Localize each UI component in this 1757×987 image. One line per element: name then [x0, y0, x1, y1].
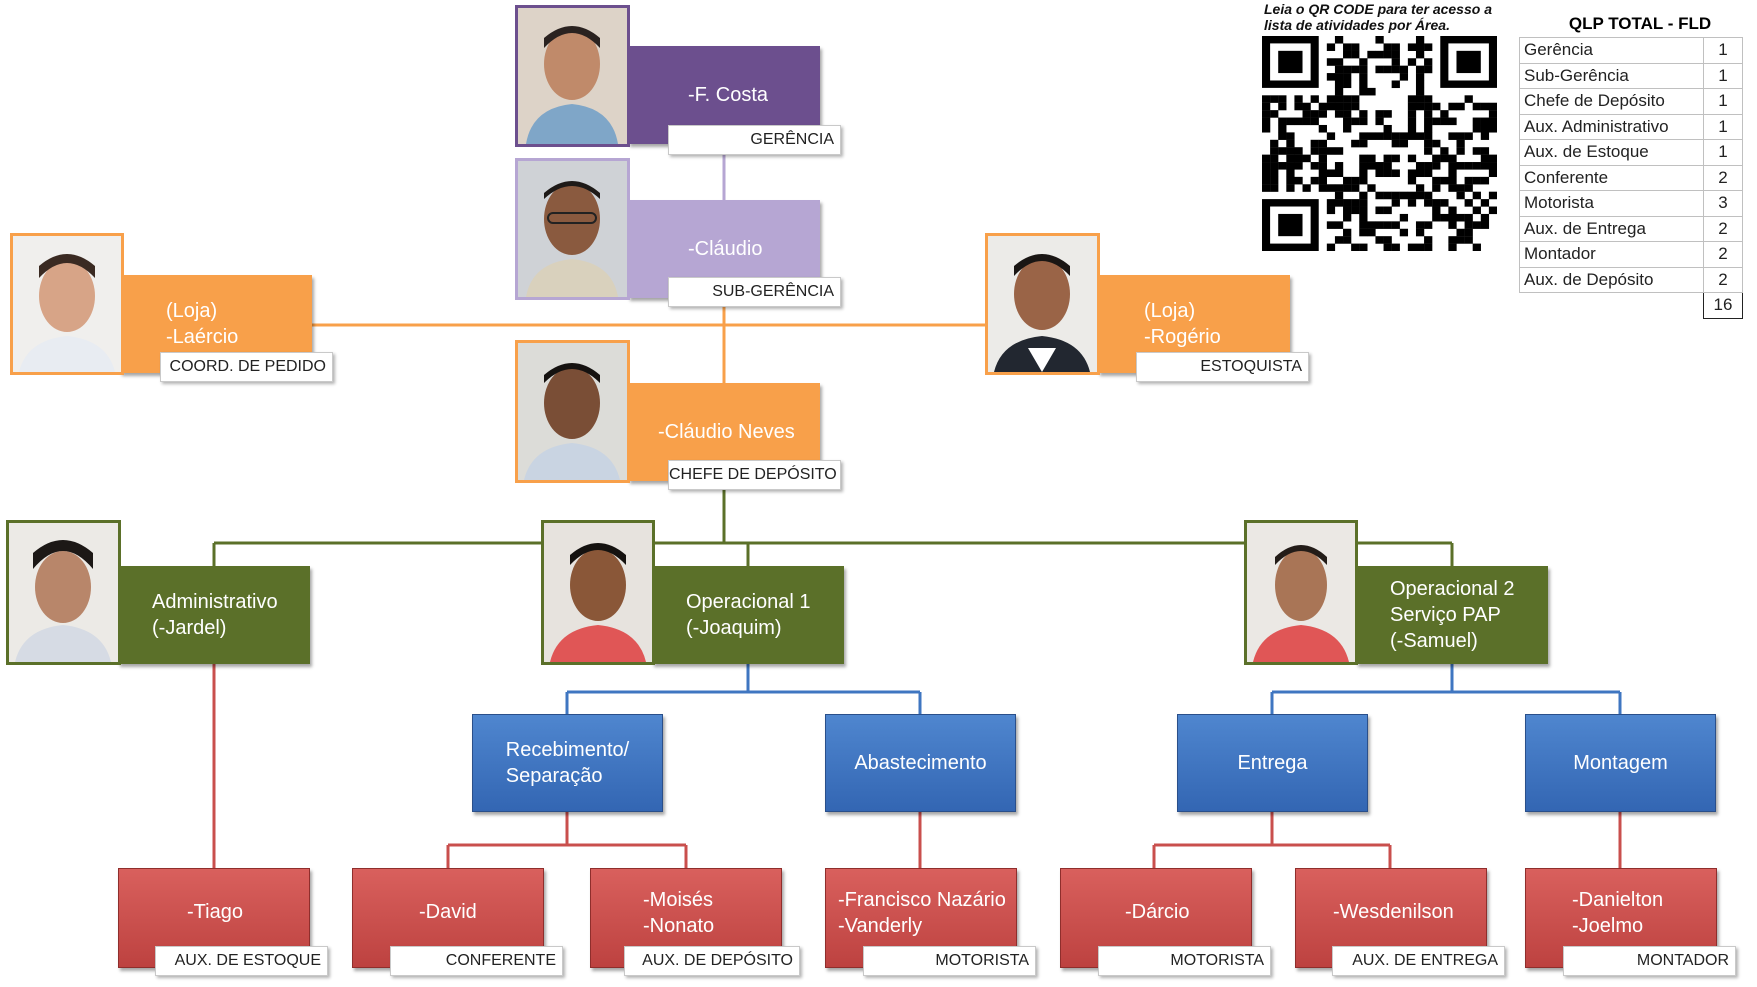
warehouse-chief-role-tag: CHEFE DE DEPÓSITO [668, 460, 841, 490]
operational2-box: Operacional 2 Serviço PAP (-Samuel) [1356, 566, 1548, 664]
operational1-photo [541, 520, 655, 665]
manager-role-tag: GERÊNCIA [668, 125, 841, 155]
staff-danielton-role-tag: MONTADOR [1563, 946, 1736, 976]
receiving-box: Recebimento/ Separação [472, 714, 663, 812]
admin-dept-name: Administrativo (-Jardel) [152, 591, 278, 639]
staff-moises-name: -Moisés -Nonato [643, 889, 715, 937]
qr-code-image[interactable] [1262, 36, 1497, 251]
staff-darcio-role-tag: MOTORISTA [1098, 946, 1271, 976]
qlp-role-label: Conferente [1519, 164, 1704, 191]
assembly-name: Montagem [1573, 752, 1668, 774]
qlp-role-count: 1 [1703, 88, 1743, 115]
staff-wesdenilson-name: -Wesdenilson [1333, 901, 1454, 923]
qlp-role-label: Motorista [1519, 190, 1704, 217]
qlp-role-count: 1 [1703, 113, 1743, 140]
qlp-role-label: Aux. de Estoque [1519, 139, 1704, 166]
submanager-photo [515, 158, 630, 300]
operational1-name: Operacional 1 (-Joaquim) [686, 591, 811, 639]
staff-darcio-name: -Dárcio [1125, 901, 1190, 923]
qlp-role-count: 2 [1703, 215, 1743, 242]
qlp-role-label: Montador [1519, 241, 1704, 268]
supply-name: Abastecimento [854, 752, 987, 774]
staff-wesdenilson-role-tag: AUX. DE ENTREGA [1332, 946, 1505, 976]
store-left-name: (Loja) -Laércio [166, 300, 239, 348]
qlp-role-label: Aux. Administrativo [1519, 113, 1704, 140]
store-left-role-tag: COORD. DE PEDIDO [160, 352, 333, 382]
qr-caption: Leia o QR CODE para ter acesso a lista d… [1264, 1, 1492, 33]
qlp-role-label: Aux. de Depósito [1519, 266, 1704, 293]
supply-box: Abastecimento [825, 714, 1016, 812]
qlp-title: QLP TOTAL - FLD [1568, 14, 1712, 33]
store-left-box: (Loja) -Laércio [120, 275, 312, 373]
manager-photo [515, 5, 630, 147]
qlp-role-label: Gerência [1519, 37, 1704, 64]
store-right-name: (Loja) -Rogério [1144, 300, 1221, 348]
staff-danielton-name: -Danielton -Joelmo [1572, 889, 1664, 937]
qlp-role-label: Aux. de Entrega [1519, 215, 1704, 242]
staff-moises-role-tag: AUX. DE DEPÓSITO [624, 946, 800, 976]
manager-name: -F. Costa [688, 84, 769, 106]
staff-tiago-role-tag: AUX. DE ESTOQUE [155, 946, 328, 976]
qlp-role-count: 2 [1703, 241, 1743, 268]
staff-david-role-tag: CONFERENTE [390, 946, 563, 976]
receiving-name: Recebimento/ Separação [505, 739, 630, 787]
qlp-total-value: 16 [1703, 292, 1743, 319]
staff-francisco-role-tag: MOTORISTA [863, 946, 1036, 976]
staff-david-name: -David [419, 901, 477, 923]
admin-dept-photo [6, 520, 121, 665]
staff-tiago-name: -Tiago [187, 901, 243, 923]
submanager-role-tag: SUB-GERÊNCIA [668, 277, 841, 307]
qlp-role-label: Chefe de Depósito [1519, 88, 1704, 115]
admin-dept-box: Administrativo (-Jardel) [118, 566, 310, 664]
warehouse-chief-photo [515, 340, 630, 483]
qlp-total-spacer [1520, 293, 1704, 319]
assembly-box: Montagem [1525, 714, 1716, 812]
qlp-total-row: 16 [1520, 292, 1743, 319]
operational2-photo [1244, 520, 1358, 665]
qlp-role-count: 2 [1703, 164, 1743, 191]
store-left-photo [10, 233, 124, 375]
qlp-role-count: 3 [1703, 190, 1743, 217]
store-right-role-tag: ESTOQUISTA [1136, 352, 1309, 382]
qlp-role-count: 1 [1703, 62, 1743, 89]
operational2-name: Operacional 2 Serviço PAP (-Samuel) [1390, 578, 1515, 652]
qlp-role-count: 2 [1703, 266, 1743, 293]
delivery-box: Entrega [1177, 714, 1368, 812]
warehouse-chief-name: -Cláudio Neves [658, 421, 795, 443]
operational1-box: Operacional 1 (-Joaquim) [652, 566, 844, 664]
qlp-role-label: Sub-Gerência [1519, 62, 1704, 89]
submanager-name: -Cláudio [688, 238, 763, 260]
delivery-name: Entrega [1237, 752, 1308, 774]
qlp-role-count: 1 [1703, 139, 1743, 166]
store-right-photo [985, 233, 1100, 375]
qlp-role-count: 1 [1703, 37, 1743, 64]
staff-francisco-name: -Francisco Nazário -Vanderly [838, 889, 1006, 937]
